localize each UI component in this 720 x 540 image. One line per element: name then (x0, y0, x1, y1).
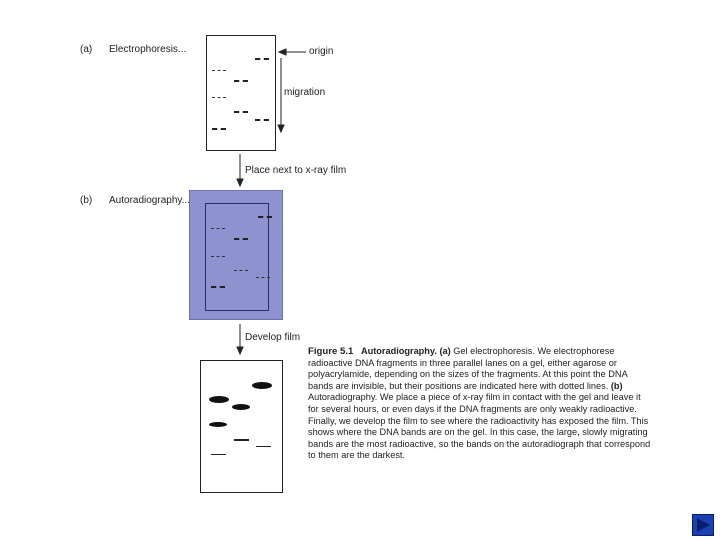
step-1-arrow (237, 154, 243, 186)
caption-title: Autoradiography. (361, 346, 437, 356)
next-slide-button[interactable] (692, 514, 714, 536)
step-2-arrow (237, 324, 243, 354)
play-triangle-icon (693, 515, 713, 535)
caption-part-a-text: Gel electrophoresis. We electrophorese r… (308, 346, 627, 391)
figure-caption: Figure 5.1 Autoradiography. (a) Gel elec… (308, 346, 651, 462)
caption-part-a-marker: (a) (439, 346, 450, 356)
migration-arrow (278, 58, 284, 132)
origin-arrow (279, 49, 306, 55)
caption-part-b-text: Autoradiography. We place a piece of x-r… (308, 392, 650, 460)
caption-part-b-marker: (b) (611, 381, 623, 391)
caption-figure-number: Figure 5.1 (308, 346, 353, 357)
